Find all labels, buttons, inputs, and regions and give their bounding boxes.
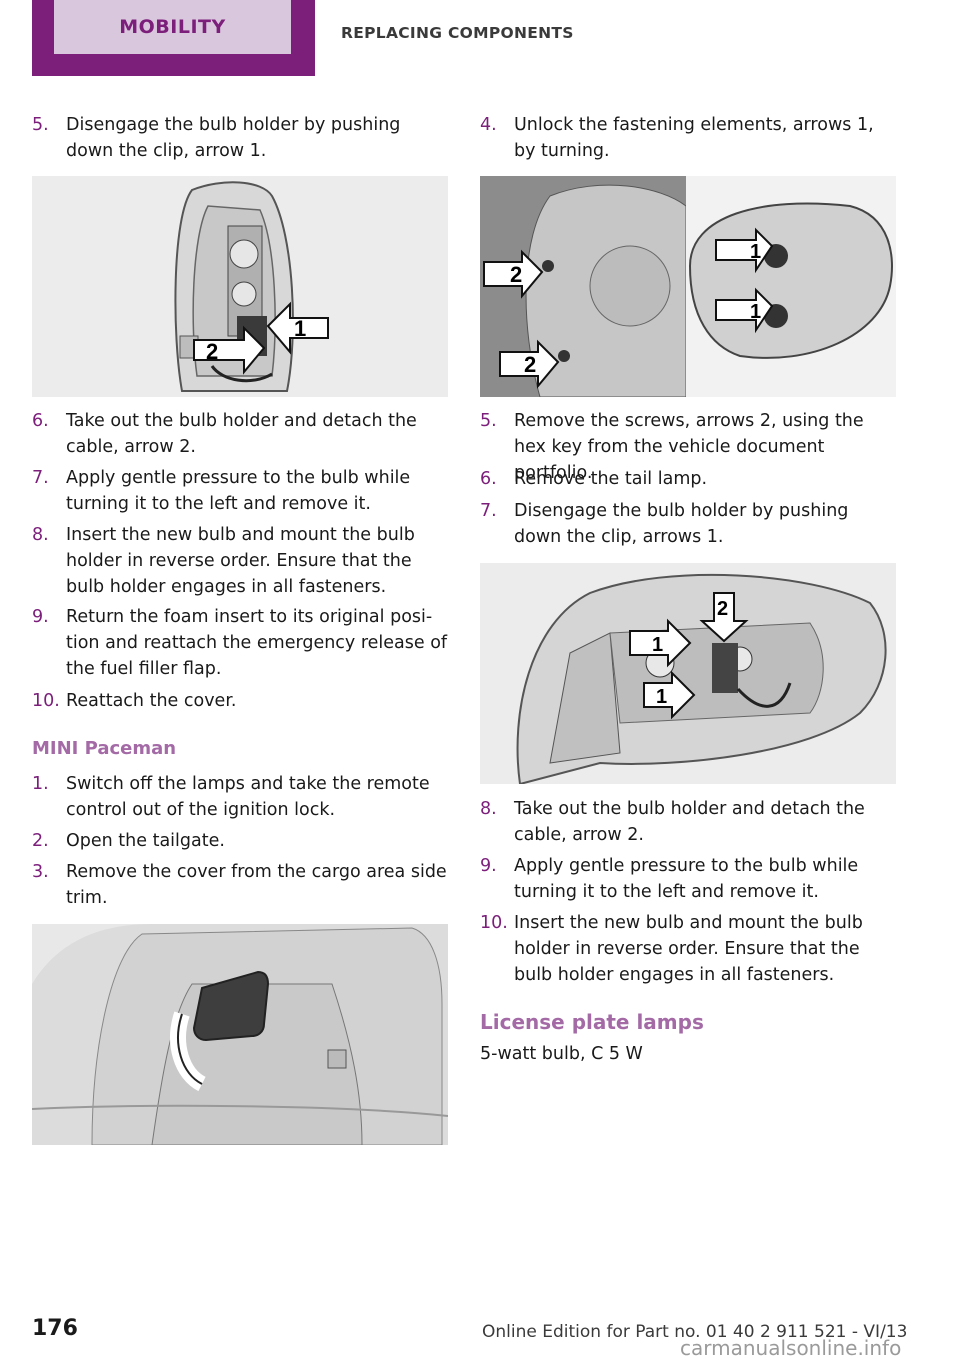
bulb-spec: 5-watt bulb, C 5 W: [480, 1044, 643, 1064]
step-item: 7. Disengage the bulb holder by pushing …: [480, 498, 896, 550]
step-text: Remove the screws, arrows 2, using the h…: [514, 411, 864, 483]
step-number: 6.: [480, 469, 497, 489]
step-number: 1.: [32, 774, 49, 794]
step-item: 8. Insert the new bulb and mount the bul…: [32, 522, 448, 600]
fig-label: 2: [510, 262, 522, 287]
step-item: 5. Remove the screws, arrows 2, using th…: [480, 408, 896, 486]
step-number: 10.: [480, 913, 508, 933]
step-text: Unlock the fastening elements, arrows 1,…: [514, 115, 874, 161]
tab-mobility[interactable]: MOBILITY: [54, 0, 291, 54]
fig-label: 1: [750, 301, 761, 323]
step-item: 9. Return the foam insert to its origina…: [32, 604, 448, 682]
step-number: 8.: [32, 525, 49, 545]
section-title: REPLACING COMPONENTS: [341, 24, 574, 42]
step-item: 3. Remove the cover from the cargo area …: [32, 859, 448, 911]
watermark: carmanualsonline.info: [680, 1336, 902, 1360]
fastening-illustration: 1 1 2 2: [480, 176, 896, 397]
fig-label: 1: [656, 686, 667, 708]
figure-rear-lamp-clip: 1 2: [32, 176, 448, 397]
step-text: Take out the bulb holder and detach the …: [66, 411, 417, 457]
figure-fastening-elements: 1 1 2 2: [480, 176, 896, 397]
step-item: 2. Open the tailgate.: [32, 828, 448, 854]
step-number: 6.: [32, 411, 49, 431]
step-item: 7. Apply gentle pressure to the bulb whi…: [32, 465, 448, 517]
rear-lamp-illustration: 1 2: [32, 176, 448, 397]
subheading: MINI Paceman: [32, 738, 177, 759]
step-text: Remove the cover from the cargo area sid…: [66, 862, 447, 908]
step-number: 7.: [32, 468, 49, 488]
fig-label: 2: [206, 339, 218, 364]
step-text: Reattach the cover.: [66, 691, 237, 711]
step-number: 7.: [480, 501, 497, 521]
fig-label: 1: [294, 316, 306, 341]
step-text: Open the tailgate.: [66, 831, 225, 851]
step-number: 4.: [480, 115, 497, 135]
fig-label: 2: [524, 352, 536, 377]
fig-label: 2: [717, 598, 728, 620]
step-text: Remove the tail lamp.: [514, 469, 708, 489]
step-text: Apply gentle pressure to the bulb while …: [514, 856, 859, 902]
step-item: 6. Remove the tail lamp.: [480, 466, 896, 492]
step-number: 5.: [32, 115, 49, 135]
figure-bulb-holder-clip: 1 2 1: [480, 563, 896, 784]
step-text: Insert the new bulb and mount the bulb h…: [514, 913, 863, 985]
step-number: 2.: [32, 831, 49, 851]
step-item: 1. Switch off the lamps and take the rem…: [32, 771, 448, 823]
cargo-area-illustration: [32, 924, 448, 1145]
step-text: Disengage the bulb holder by pushing dow…: [66, 115, 401, 161]
step-text: Apply gentle pressure to the bulb while …: [66, 468, 411, 514]
step-item: 5. Disengage the bulb holder by pushing …: [32, 112, 448, 164]
step-text: Take out the bulb holder and detach the …: [514, 799, 865, 845]
step-number: 3.: [32, 862, 49, 882]
step-text: Switch off the lamps and take the remote…: [66, 774, 430, 820]
step-number: 5.: [480, 411, 497, 431]
step-number: 10.: [32, 691, 60, 711]
step-item: 6. Take out the bulb holder and detach t…: [32, 408, 448, 460]
edition-footer: Online Edition for Part no. 01 40 2 911 …: [482, 1322, 908, 1342]
fig-label: 1: [750, 241, 761, 263]
bulb-holder-illustration: 1 2 1: [480, 563, 896, 784]
step-item: 9. Apply gentle pressure to the bulb whi…: [480, 853, 896, 905]
figure-cargo-area-cover: [32, 924, 448, 1145]
step-number: 9.: [480, 856, 497, 876]
step-item: 10. Insert the new bulb and mount the bu…: [480, 910, 896, 988]
step-item: 10. Reattach the cover.: [32, 688, 448, 714]
section-heading: License plate lamps: [480, 1010, 704, 1034]
step-item: 8. Take out the bulb holder and detach t…: [480, 796, 896, 848]
fig-label: 1: [652, 634, 663, 656]
step-item: 4. Unlock the fastening elements, arrows…: [480, 112, 896, 164]
step-text: Return the foam insert to its original p…: [66, 607, 448, 679]
page-number: 176: [32, 1316, 78, 1341]
step-number: 8.: [480, 799, 497, 819]
step-text: Insert the new bulb and mount the bulb h…: [66, 525, 415, 597]
step-number: 9.: [32, 607, 49, 627]
step-text: Disengage the bulb holder by pushing dow…: [514, 501, 849, 547]
